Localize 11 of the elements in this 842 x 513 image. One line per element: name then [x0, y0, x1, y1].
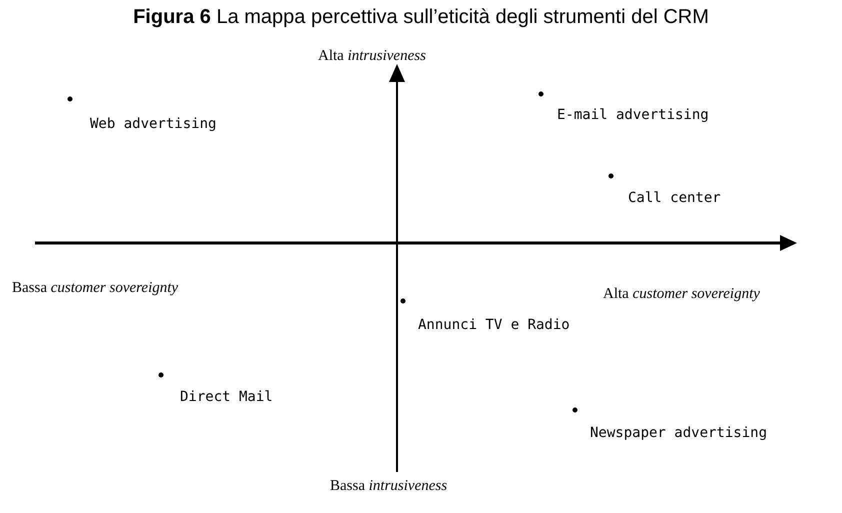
point-label: Web advertising: [90, 116, 216, 132]
axis-label: Alta intrusiveness: [318, 48, 426, 65]
point-label: Annunci TV e Radio: [418, 317, 570, 333]
point-label: Newspaper advertising: [590, 425, 768, 441]
axis-label: Bassa intrusiveness: [330, 478, 448, 495]
figure-title: Figura 6 La mappa percettiva sull’eticità degli strumenti del CRM: [132, 6, 710, 29]
point-label: Call center: [628, 190, 721, 206]
axis-label: Alta customer sovereignty: [603, 286, 760, 303]
point-label: Direct Mail: [180, 389, 273, 405]
point-label: E-mail advertising: [557, 107, 709, 123]
axis-label: Bassa customer sovereignty: [12, 280, 178, 297]
